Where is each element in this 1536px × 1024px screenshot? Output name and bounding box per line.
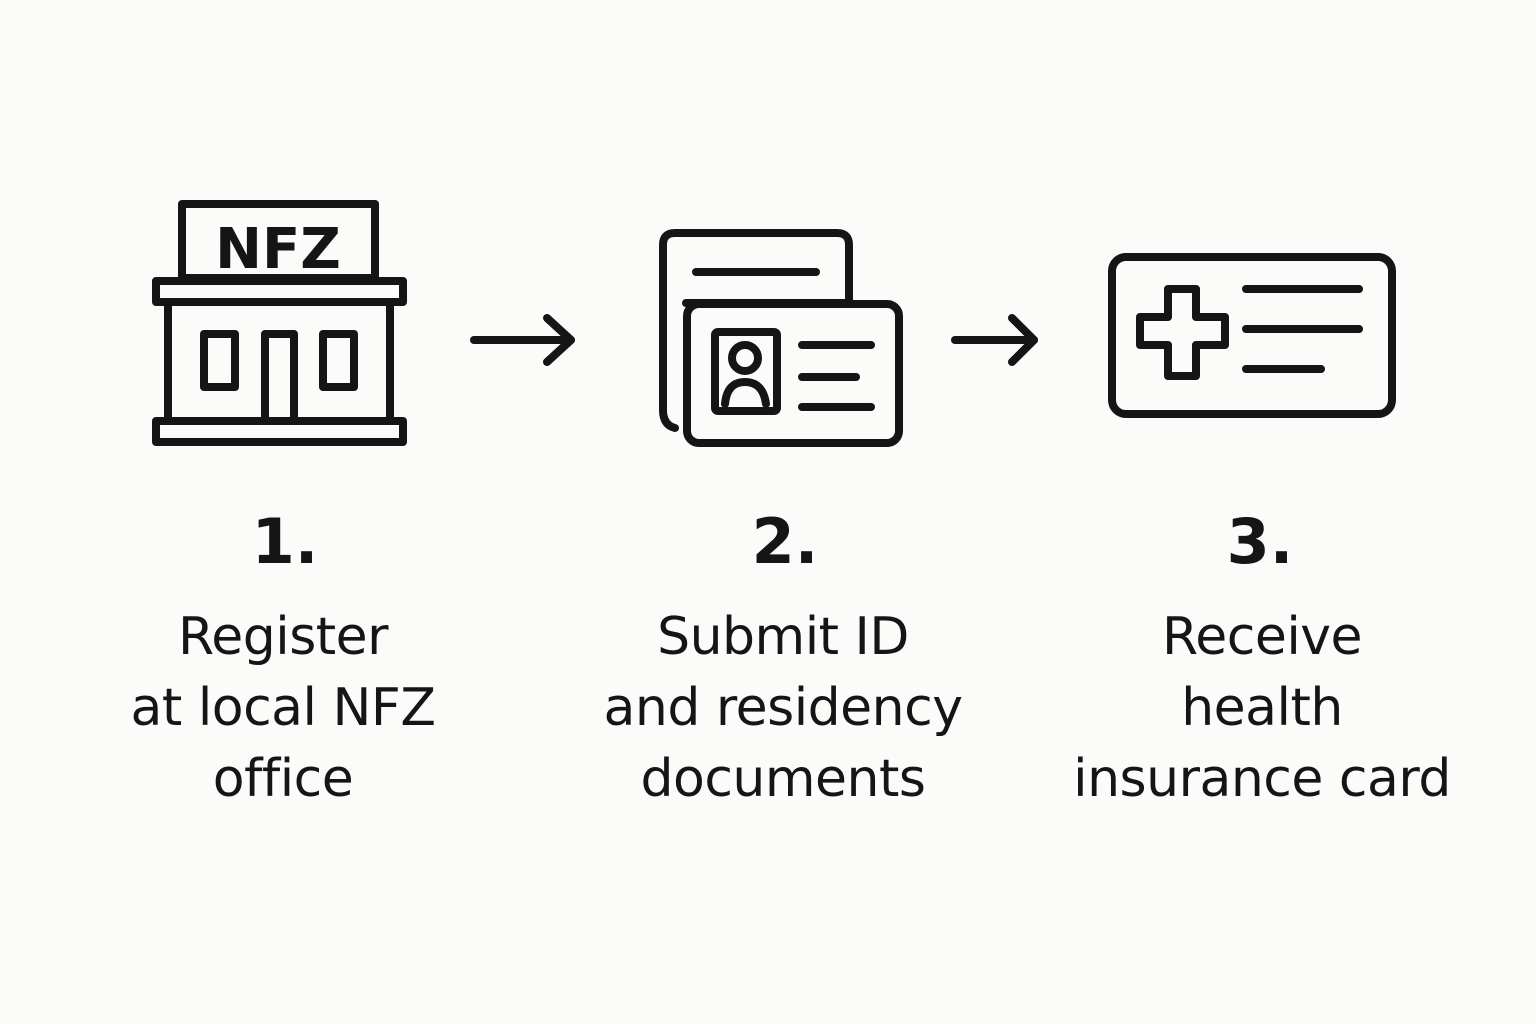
- step-label-line: and residency: [603, 678, 963, 738]
- step-label-line: at local NFZ: [130, 678, 436, 738]
- nfz-office-building-icon: NFZ: [152, 200, 407, 446]
- step-number: 1.: [251, 505, 319, 578]
- step-label: Register at local NFZ office: [53, 602, 513, 815]
- step-number: 3.: [1226, 505, 1294, 578]
- step-label: Submit ID and residency documents: [553, 602, 1013, 815]
- nfz-sign-text: NFZ: [215, 217, 341, 282]
- step-label-line: Register: [177, 607, 389, 667]
- step-label-line: documents: [640, 749, 926, 809]
- arrow-right-icon: [951, 314, 1038, 366]
- step-label-line: Receive: [1161, 607, 1363, 667]
- step-label-line: insurance card: [1073, 749, 1451, 809]
- id-documents-icon: [659, 229, 903, 447]
- step-label: Receive health insurance card: [1032, 602, 1492, 815]
- step-label-line: health: [1181, 678, 1343, 738]
- step-label-line: Submit ID: [657, 607, 909, 667]
- arrow-right-icon: [470, 314, 575, 366]
- step-number: 2.: [751, 505, 819, 578]
- step-label-line: office: [212, 749, 354, 809]
- health-insurance-card-icon: [1108, 253, 1396, 418]
